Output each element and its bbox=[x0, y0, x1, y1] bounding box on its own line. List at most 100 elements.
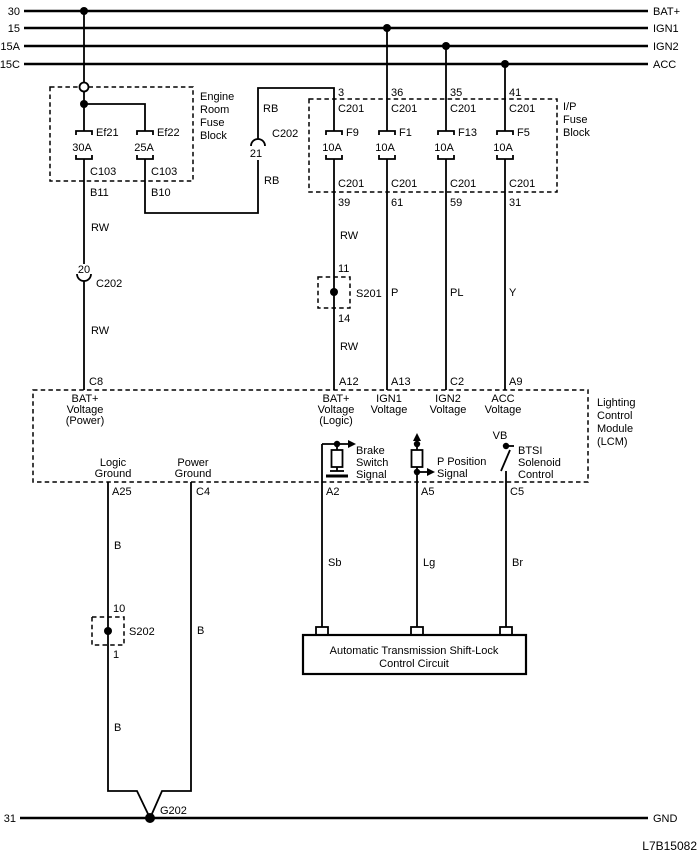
lcm-pin: C8 bbox=[89, 376, 103, 388]
connector-name: C201 bbox=[391, 178, 417, 190]
erfb-title-line: Engine bbox=[200, 91, 234, 103]
connector-name: C201 bbox=[509, 103, 535, 115]
wire-color-label: RB bbox=[263, 103, 278, 115]
signal-arrow-icon bbox=[427, 468, 435, 476]
wire-branch bbox=[84, 103, 146, 131]
ipfb-title-line: I/P bbox=[563, 101, 576, 113]
terminal-square bbox=[410, 626, 424, 636]
rail-acc-name: ACC bbox=[653, 59, 676, 71]
shift-lock-box-label: Automatic Transmission Shift-Lock bbox=[330, 645, 499, 657]
lcm-pin-label: IGN1 bbox=[376, 393, 402, 405]
lcm-pin-label: Solenoid bbox=[518, 457, 561, 469]
wire-color-label: B bbox=[114, 540, 121, 552]
fuse-rating: 25A bbox=[134, 142, 154, 154]
fuse-rating: 10A bbox=[375, 142, 395, 154]
lcm-pin: C4 bbox=[196, 486, 210, 498]
voltage-arrow-icon bbox=[413, 433, 421, 441]
fuse-name: Ef21 bbox=[96, 127, 119, 139]
rail-15c-id: 15C bbox=[0, 59, 20, 71]
fuse-name: F5 bbox=[517, 127, 530, 139]
fuse-top-bracket bbox=[496, 130, 514, 135]
splice-outline bbox=[317, 276, 351, 309]
wire-rb-upper bbox=[257, 87, 335, 139]
wire-color-label: P bbox=[391, 287, 398, 299]
lighting-control-module: Lighting Control Module (LCM) C8 A12 A13… bbox=[32, 376, 636, 498]
lcm-pin-label: Brake bbox=[356, 445, 385, 457]
lcm-pin-label: Voltage bbox=[371, 404, 408, 416]
document-number: L7B15082 bbox=[642, 839, 697, 853]
fuse-f9: 3 C201 F9 10A C201 39 bbox=[322, 87, 364, 209]
lcm-pin-label: Voltage bbox=[67, 404, 104, 416]
splice-dot bbox=[330, 288, 338, 296]
wire-color-label: Sb bbox=[328, 557, 341, 569]
fuse-top-bracket bbox=[437, 130, 455, 135]
fuse-bottom-bracket bbox=[437, 155, 455, 160]
fuse-bottom-bracket bbox=[325, 155, 343, 160]
lcm-pin-label: Power bbox=[177, 457, 209, 469]
lcm-pin-label: Signal bbox=[356, 469, 387, 481]
rail-30-id: 30 bbox=[8, 6, 20, 18]
lcm-outline bbox=[32, 389, 589, 483]
fuse-bottom-bracket bbox=[136, 155, 154, 160]
lcm-pin-label: Voltage bbox=[318, 404, 355, 416]
connector-name: C201 bbox=[338, 178, 364, 190]
lcm-pin-label: IGN2 bbox=[435, 393, 461, 405]
fuse-top-bracket bbox=[378, 130, 396, 135]
lcm-pin-label: Control bbox=[518, 469, 553, 481]
lcm-pin-label: Switch bbox=[356, 457, 388, 469]
lcm-pin: C5 bbox=[510, 486, 524, 498]
resistor-symbol bbox=[410, 449, 424, 468]
wire-logic-ground bbox=[107, 482, 150, 817]
lcm-pin: A25 bbox=[112, 486, 132, 498]
fuse-f1: 36 C201 F1 10A C201 61 bbox=[375, 87, 417, 209]
wire-color-label: Lg bbox=[423, 557, 435, 569]
splice-name: S201 bbox=[356, 288, 382, 300]
lcm-pin: A9 bbox=[509, 376, 522, 388]
engine-room-fuse-block-outline bbox=[49, 86, 194, 182]
vb-supply-label: VB bbox=[493, 430, 508, 442]
lcm-pin: A5 bbox=[421, 486, 434, 498]
lcm-pin-label: BTSI bbox=[518, 445, 542, 457]
shift-lock-box-label: Control Circuit bbox=[379, 658, 449, 670]
terminal-square bbox=[499, 626, 513, 636]
power-rails: 30 15 15A 15C BAT+ IGN1 IGN2 ACC bbox=[0, 6, 680, 71]
fuse-connector: C103 bbox=[151, 166, 177, 178]
fuse-f5: 41 C201 F5 10A C201 31 bbox=[493, 87, 535, 209]
fuse-rating: 10A bbox=[434, 142, 454, 154]
ip-fuse-block-outline bbox=[308, 98, 558, 193]
lcm-pin-label: Ground bbox=[95, 468, 132, 480]
lcm-pin: A13 bbox=[391, 376, 411, 388]
lcm-pin: C2 bbox=[450, 376, 464, 388]
wire-color-label: Br bbox=[512, 557, 523, 569]
wire-color-label: B bbox=[197, 625, 204, 637]
connector-pin: 20 bbox=[78, 264, 90, 276]
connector-name: C201 bbox=[391, 103, 417, 115]
splice-s201: 11 S201 14 bbox=[317, 263, 382, 325]
lcm-title-line: Lighting bbox=[597, 397, 636, 409]
splice-pin: 10 bbox=[113, 603, 125, 615]
wire-color-label: B bbox=[114, 722, 121, 734]
ip-fuse-block: I/P Fuse Block 3 C201 F9 10A C201 39 36 … bbox=[308, 28, 590, 209]
junction-dot bbox=[80, 100, 88, 108]
rail-ign2-name: IGN2 bbox=[653, 41, 679, 53]
fuse-pin: B11 bbox=[90, 187, 109, 199]
fuse-ef22: Ef22 25A C103 B10 bbox=[134, 127, 179, 199]
wire-color-label: RW bbox=[91, 325, 110, 337]
shift-lock-control-box: Automatic Transmission Shift-Lock Contro… bbox=[301, 626, 528, 676]
shift-lock-wires: Sb Lg Br bbox=[321, 444, 523, 627]
fuse-bottom-bracket bbox=[378, 155, 396, 160]
splice-dot bbox=[104, 627, 112, 635]
resistor-symbol bbox=[330, 449, 344, 468]
lcm-pin-label: (Power) bbox=[66, 415, 105, 427]
fuse-f13: 35 C201 F13 10A C201 59 bbox=[434, 87, 477, 209]
lcm-pin: A12 bbox=[339, 376, 359, 388]
lcm-pin-label: P Position bbox=[437, 456, 486, 468]
rail-15a-id: 15A bbox=[0, 41, 20, 53]
pin-number: 31 bbox=[509, 197, 521, 209]
fuse-block-terminal-circle bbox=[78, 81, 90, 93]
connector-name: C202 bbox=[96, 278, 122, 290]
fuse-bottom-bracket bbox=[75, 155, 93, 160]
lcm-feed-wires: RW 20 C202 RW RW 11 S201 14 RW P PL Y bbox=[76, 159, 517, 390]
lcm-pin: A2 bbox=[326, 486, 339, 498]
